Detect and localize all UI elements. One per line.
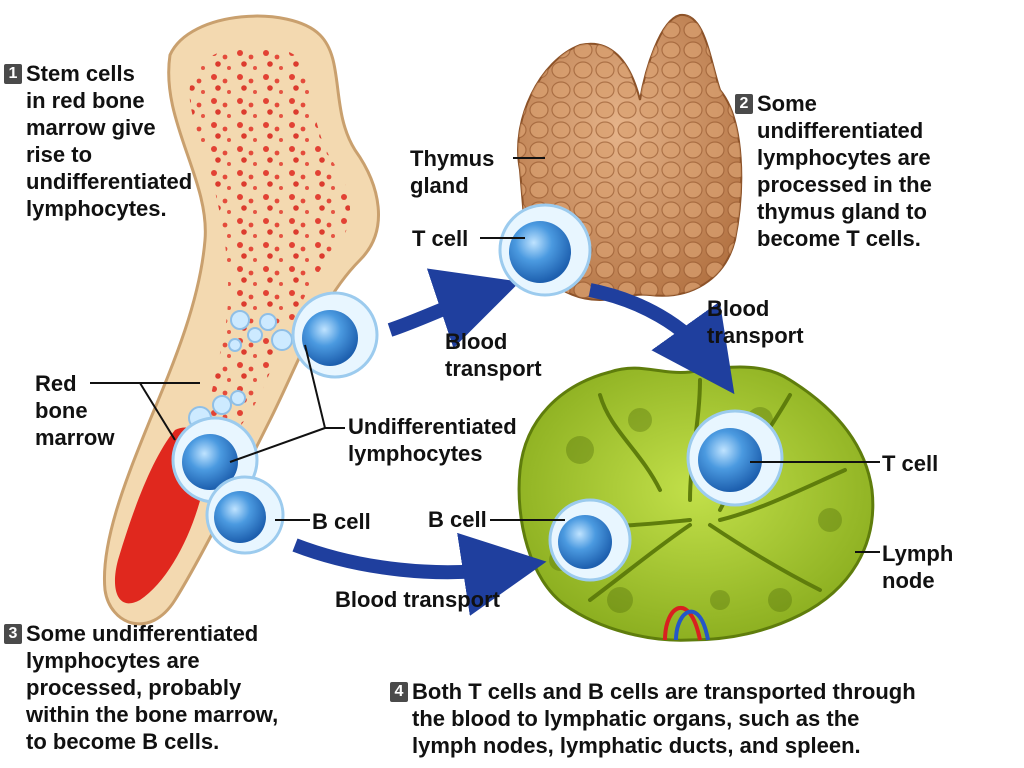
small-lymphocyte-cluster [188, 310, 293, 430]
label-lymph-node: Lymph node [882, 541, 954, 593]
cells [171, 203, 784, 582]
arrow-bone-to-thymus [387, 268, 520, 349]
arrow-bone-to-node [292, 532, 547, 616]
step-1: 1 Stem cells in red bone marrow give ris… [4, 60, 192, 222]
label-thymus-gland: Thymus gland [410, 146, 495, 198]
label-red-bone-marrow: Red bone marrow [35, 371, 115, 450]
b-cell-in-lymph-node [548, 498, 632, 582]
step-1-text: Stem cells in red bone marrow give rise … [26, 61, 193, 221]
label-b-cell-node: B cell [428, 507, 487, 532]
step-4-number: 4 [390, 682, 408, 702]
step-2-number: 2 [735, 94, 753, 114]
label-b-cell-bone: B cell [312, 509, 371, 534]
step-1-number: 1 [4, 64, 22, 84]
blood-transport-arrows [292, 268, 735, 616]
arrow-thymus-to-node [588, 283, 735, 395]
t-cell-in-lymph-node [686, 409, 784, 507]
step-3: 3 Some undifferentiated lymphocytes are … [4, 620, 278, 755]
step-2: 2 Some undifferentiated lymphocytes are … [735, 90, 932, 252]
t-cell-in-thymus [498, 203, 592, 297]
step-2-text: Some undifferentiated lymphocytes are pr… [757, 91, 932, 251]
label-blood-transport-3: Blood transport [335, 587, 500, 612]
step-4: 4 Both T cells and B cells are transport… [390, 678, 916, 759]
b-cell-in-bone [205, 475, 285, 555]
step-4-text: Both T cells and B cells are transported… [412, 679, 916, 758]
leader-lines [90, 157, 880, 553]
label-blood-transport-2: Blood transport [707, 296, 804, 348]
step-3-text: Some undifferentiated lymphocytes are pr… [26, 621, 279, 754]
undifferentiated-lymphocyte-upper [291, 291, 379, 379]
label-t-cell-thymus: T cell [412, 226, 469, 251]
label-undifferentiated-lymphocytes: Undifferentiated lymphocytes [348, 414, 517, 466]
label-blood-transport-1: Blood transport [445, 329, 542, 381]
step-3-number: 3 [4, 624, 22, 644]
label-t-cell-node: T cell [882, 451, 939, 476]
